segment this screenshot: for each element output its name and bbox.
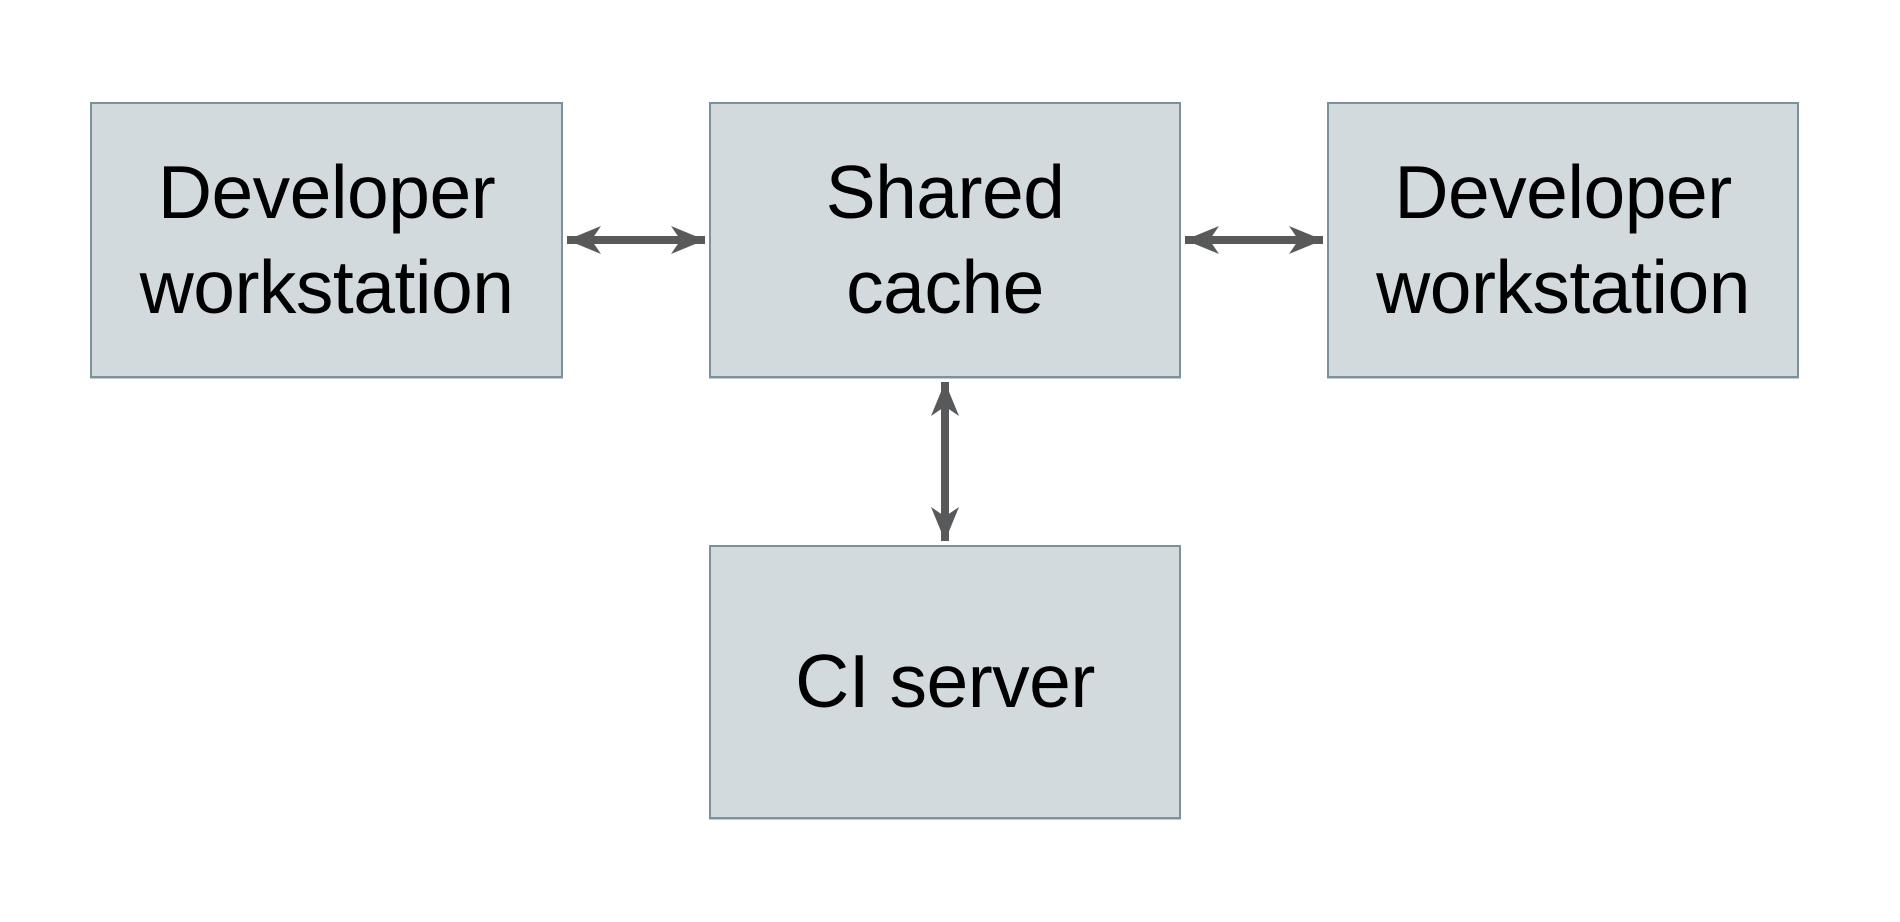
node-label: Shared cache [825,149,1065,329]
node-ci-server: CI server [709,545,1181,819]
node-shared-cache: Shared cache [709,102,1181,378]
node-developer-workstation-right: Developer workstation [1327,102,1799,378]
node-label: Developer workstation [1376,149,1750,329]
node-label: CI server [795,639,1095,724]
node-developer-workstation-left: Developer workstation [90,102,563,378]
node-label: Developer workstation [139,149,514,329]
